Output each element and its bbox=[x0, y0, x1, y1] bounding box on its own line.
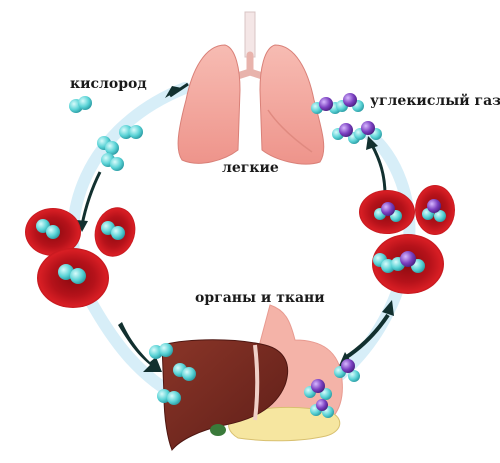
oxygen-molecule-icon bbox=[101, 221, 125, 240]
lungs-icon bbox=[177, 11, 325, 165]
arrow-oxygen-down bbox=[76, 171, 102, 232]
carbon-dioxide-molecule-icon bbox=[304, 379, 332, 400]
carbon-dioxide-molecule-icon bbox=[336, 93, 364, 112]
carbon-dioxide-molecule-icon bbox=[334, 359, 360, 382]
oxygen-molecule-icon bbox=[58, 264, 86, 284]
oxygen-molecule-icon bbox=[69, 96, 92, 113]
oxygen-molecule-icon bbox=[101, 153, 124, 171]
lungs-label: легкие bbox=[222, 160, 279, 176]
liver-icon bbox=[161, 339, 289, 451]
oxygen-molecule-icon bbox=[157, 389, 181, 405]
carbon-dioxide-molecule-icon bbox=[391, 251, 425, 273]
arrow-organs-to-cells bbox=[338, 300, 394, 368]
oxygen-molecule-icon bbox=[36, 219, 60, 239]
carbon-dioxide-label: углекислый газ bbox=[370, 93, 500, 109]
oxygen-molecule-icon bbox=[119, 125, 143, 139]
carbon-dioxide-molecule-icon bbox=[374, 202, 402, 222]
arrow-to-organs bbox=[118, 322, 162, 372]
arrow-lungs-to-cells bbox=[165, 82, 189, 98]
oxygen-label: кислород bbox=[70, 76, 147, 92]
oxygen-molecule-icon bbox=[97, 136, 119, 155]
oxygen-molecule-icon bbox=[173, 363, 196, 381]
oxygen-molecule-icon bbox=[149, 343, 173, 359]
carbon-dioxide-molecule-icon bbox=[354, 121, 382, 140]
carbon-dioxide-molecule-icon bbox=[422, 199, 446, 222]
organs-label: органы и ткани bbox=[195, 290, 325, 306]
carbon-dioxide-molecule-icon bbox=[310, 399, 334, 418]
